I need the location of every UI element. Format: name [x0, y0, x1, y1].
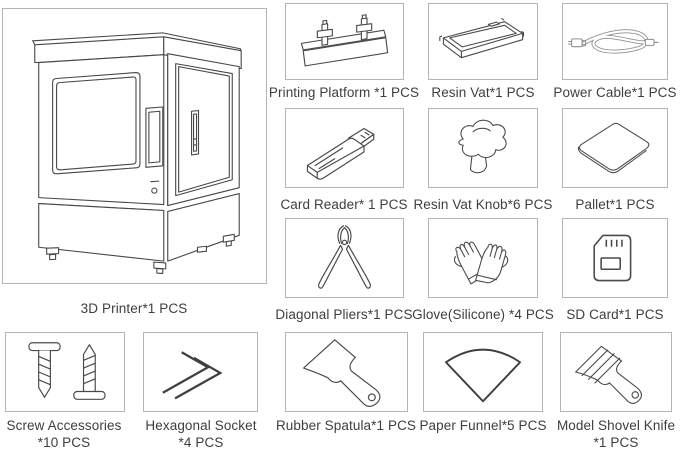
- 3d-printer-icon: [32, 32, 242, 274]
- pallet-icon: [577, 122, 650, 174]
- item-box-resin-vat-knob: [428, 108, 538, 188]
- 3d-printer-label: 3D Printer*1 PCS: [80, 301, 188, 316]
- item-box-sd-card: [562, 218, 668, 298]
- rubber-spatula-label: Rubber Spatula*1 PCS: [275, 418, 417, 433]
- sd-card-icon: [593, 234, 632, 282]
- hexagonal-socket-label: Hexagonal Socket *4 PCS: [145, 418, 257, 450]
- sd-card-label: SD Card*1 PCS: [566, 307, 664, 322]
- paper-funnel-icon: [444, 348, 522, 403]
- power-cable-label: Power Cable*1 PCS: [553, 85, 677, 100]
- resin-vat-label: Resin Vat*1 PCS: [431, 85, 535, 100]
- item-box-paper-funnel: [423, 332, 543, 412]
- model-shovel-knife-label: Model Shovel Knife *1 PCS: [556, 418, 676, 450]
- item-box-power-cable: [562, 3, 668, 80]
- pallet-label: Pallet*1 PCS: [575, 197, 655, 212]
- resin-vat-icon: [439, 18, 525, 59]
- card-reader-icon: [306, 127, 375, 180]
- hexagonal-socket-icon: [162, 351, 223, 400]
- screw-accessories-label: Screw Accessories *10 PCS: [6, 418, 122, 450]
- item-box-3d-printer: [2, 8, 267, 284]
- glove-icon: [453, 241, 509, 285]
- item-box-resin-vat: [428, 3, 538, 80]
- item-box-card-reader: [285, 108, 404, 188]
- item-box-printing-platform: [285, 3, 404, 80]
- item-box-model-shovel-knife: [560, 332, 672, 412]
- screw-accessories-icon: [28, 342, 106, 400]
- power-cable-icon: [568, 29, 659, 54]
- item-box-glove: [428, 218, 538, 298]
- rubber-spatula-icon: [303, 339, 381, 407]
- item-box-pallet: [562, 108, 668, 188]
- diagonal-pliers-icon: [318, 225, 371, 289]
- item-box-rubber-spatula: [285, 332, 408, 412]
- printing-platform-label: Printing Platform *1 PCS: [268, 85, 420, 100]
- resin-vat-knob-label: Resin Vat Knob*6 PCS: [413, 197, 553, 212]
- model-shovel-knife-icon: [575, 345, 642, 404]
- paper-funnel-label: Paper Funnel*5 PCS: [419, 418, 547, 433]
- item-box-diagonal-pliers: [285, 218, 404, 298]
- item-box-screw-accessories: [5, 332, 125, 412]
- resin-vat-knob-icon: [458, 119, 507, 174]
- diagonal-pliers-label: Diagonal Pliers*1 PCS: [275, 307, 413, 322]
- item-box-hexagonal-socket: [143, 332, 258, 412]
- glove-label: Glove(Silicone) *4 PCS: [412, 307, 554, 322]
- card-reader-label: Card Reader* 1 PCS: [280, 197, 408, 212]
- printing-platform-icon: [300, 14, 389, 67]
